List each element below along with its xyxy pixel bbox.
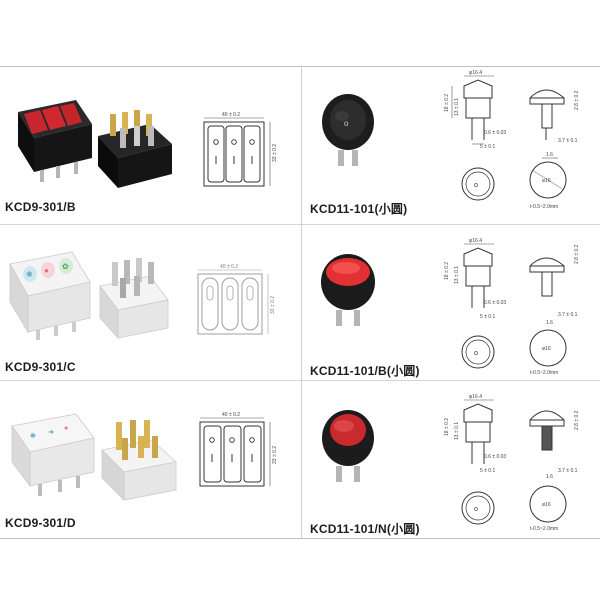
front-switch-photo [18, 100, 92, 182]
svg-text:o: o [474, 182, 478, 189]
model-label: KCD9-301/C [5, 360, 76, 374]
dim-width-text: 40 ± 0.2 [222, 112, 240, 118]
svg-text:5 ± 0.1: 5 ± 0.1 [480, 468, 495, 474]
svg-text:●: ● [64, 425, 68, 432]
svg-text:❋: ❋ [26, 270, 33, 279]
kcd9-b-illustration: 40 ± 0.2 33 ± 0.2 [18, 100, 278, 188]
product-kcd11-101-n: φ16.4 18 ± 0.2 13 ± 0.1 0.6 ± 0.03 5 ± 0… [302, 380, 600, 536]
kcd11-top-view: o [461, 491, 495, 525]
svg-text:0.6 ± 0.03: 0.6 ± 0.03 [484, 300, 506, 306]
kcd11-cutout: 1.6 ø16 t-0.5~2.0mm [529, 474, 567, 532]
rear-switch-photo [99, 258, 169, 340]
svg-text:3.7 ± 0.1: 3.7 ± 0.1 [558, 312, 578, 318]
svg-text:o: o [474, 506, 478, 513]
kcd11-side-drawing: φ16.4 18 ± 0.2 13 ± 0.1 0.6 ± 0.03 5 ± 0… [444, 70, 506, 150]
svg-text:1.6: 1.6 [546, 152, 553, 158]
svg-text:φ16.4: φ16.4 [469, 70, 482, 76]
svg-text:33 ± 0.2: 33 ± 0.2 [272, 446, 278, 464]
svg-text:o: o [474, 350, 478, 357]
svg-text:2.8 ± 0.2: 2.8 ± 0.2 [574, 90, 580, 110]
svg-text:3.7 ± 0.1: 3.7 ± 0.1 [558, 468, 578, 474]
svg-text:40 ± 0.2: 40 ± 0.2 [220, 264, 238, 270]
svg-text:18 ± 0.2: 18 ± 0.2 [444, 94, 450, 112]
svg-text:o: o [344, 119, 349, 128]
kcd11-side-drawing: φ16.4 18 ± 0.2 13 ± 0.1 0.6 ± 0.03 5 ± 0… [444, 394, 506, 474]
kcd9-c-illustration: ❋ ● ✿ 40 ± 0.2 [9, 251, 276, 340]
kcd9-dimension-drawing: 40 ± 0.2 33 ± 0.2 [197, 264, 276, 335]
product-kcd11-101-b: φ16.4 18 ± 0.2 13 ± 0.1 0.6 ± 0.03 5 ± 0… [302, 224, 600, 380]
model-label: KCD11-101/N(小圆) [310, 522, 420, 536]
svg-text:t-0.5~2.0mm: t-0.5~2.0mm [530, 204, 558, 210]
svg-text:18 ± 0.2: 18 ± 0.2 [444, 418, 450, 436]
svg-text:1.6: 1.6 [546, 474, 553, 480]
svg-text:33 ± 0.2: 33 ± 0.2 [270, 296, 276, 314]
kcd9-dimension-drawing: 40 ± 0.2 33 ± 0.2 [203, 112, 278, 187]
svg-text:ø16: ø16 [542, 346, 551, 352]
svg-text:3.7 ± 0.1: 3.7 ± 0.1 [558, 138, 578, 144]
svg-text:18 ± 0.2: 18 ± 0.2 [444, 262, 450, 280]
model-label: KCD9-301/D [5, 516, 76, 530]
svg-text:0.6 ± 0.03: 0.6 ± 0.03 [484, 454, 506, 460]
svg-text:13 ± 0.1: 13 ± 0.1 [454, 422, 460, 440]
svg-text:33 ± 0.2: 33 ± 0.2 [272, 144, 278, 162]
svg-text:ø16: ø16 [542, 178, 551, 184]
svg-text:5 ± 0.1: 5 ± 0.1 [480, 144, 495, 150]
row-divider-2 [0, 380, 600, 381]
kcd11-top-view: o [461, 167, 495, 201]
kcd11-top-view: o [461, 335, 495, 369]
svg-text:13 ± 0.1: 13 ± 0.1 [454, 98, 460, 116]
svg-text:➜: ➜ [48, 429, 54, 436]
product-kcd9-301-d: ❋ ➜ ● 40 ± 0.2 [0, 380, 300, 536]
svg-text:1.6: 1.6 [546, 320, 553, 326]
kcd11-profile-drawing: 2.8 ± 0.2 3.7 ± 0.1 [529, 89, 580, 144]
svg-text:t-0.5~2.0mm: t-0.5~2.0mm [530, 370, 558, 376]
kcd11-profile-drawing: 2.8 ± 0.2 3.7 ± 0.1 [529, 244, 580, 318]
kcd11-illustration: o φ16.4 18 ± 0.2 13 ± 0.1 0.6 ± 0.03 5 ±… [322, 70, 580, 210]
svg-text:40 ± 0.2: 40 ± 0.2 [222, 412, 240, 418]
product-kcd9-301-c: ❋ ● ✿ 40 ± 0.2 [0, 224, 300, 380]
round-switch-photo [321, 254, 375, 326]
svg-text:✿: ✿ [62, 262, 69, 271]
svg-text:φ16.4: φ16.4 [469, 394, 482, 400]
kcd9-d-illustration: ❋ ➜ ● 40 ± 0.2 [11, 412, 278, 501]
svg-text:φ16.4: φ16.4 [469, 238, 482, 244]
svg-text:5 ± 0.1: 5 ± 0.1 [480, 314, 495, 320]
product-kcd9-301-b: 40 ± 0.2 33 ± 0.2 KCD9-301/B [0, 66, 300, 222]
kcd11-side-drawing: φ16.4 18 ± 0.2 13 ± 0.1 0.6 ± 0.03 5 ± 0… [444, 238, 506, 320]
rear-switch-photo [101, 420, 177, 501]
model-label: KCD9-301/B [5, 200, 76, 214]
svg-text:ø16: ø16 [542, 502, 551, 508]
rear-switch-photo [98, 110, 172, 188]
kcd11-profile-drawing: 2.8 ± 0.2 3.7 ± 0.1 [529, 410, 580, 474]
kcd9-dimension-drawing: 40 ± 0.2 33 ± 0.2 [199, 412, 278, 487]
svg-text:t-0.5~2.0mm: t-0.5~2.0mm [530, 526, 558, 532]
top-divider [0, 66, 600, 67]
model-label: KCD11-101/B(小圆) [310, 364, 420, 378]
kcd11-n-illustration: φ16.4 18 ± 0.2 13 ± 0.1 0.6 ± 0.03 5 ± 0… [322, 394, 580, 532]
bottom-divider [0, 538, 600, 539]
svg-text:13 ± 0.1: 13 ± 0.1 [454, 266, 460, 284]
product-kcd11-101: o φ16.4 18 ± 0.2 13 ± 0.1 0.6 ± 0.03 5 ±… [302, 66, 600, 222]
row-divider-1 [0, 224, 600, 225]
front-switch-photo: ❋ ➜ ● [11, 413, 95, 496]
svg-text:2.8 ± 0.2: 2.8 ± 0.2 [574, 244, 580, 264]
model-label: KCD11-101(小圆) [310, 202, 408, 216]
kcd11-cutout: 1.6 ø16 t-0.5~2.0mm [529, 152, 567, 210]
column-divider [301, 66, 302, 538]
round-switch-photo [322, 410, 374, 482]
svg-text:❋: ❋ [30, 432, 36, 440]
kcd11-b-illustration: φ16.4 18 ± 0.2 13 ± 0.1 0.6 ± 0.03 5 ± 0… [321, 238, 580, 376]
svg-text:0.6 ± 0.03: 0.6 ± 0.03 [484, 130, 506, 136]
svg-text:2.8 ± 0.2: 2.8 ± 0.2 [574, 410, 580, 430]
front-switch-photo: ❋ ● ✿ [9, 251, 91, 340]
kcd11-cutout: 1.6 ø16 t-0.5~2.0mm [529, 320, 567, 376]
round-switch-photo: o [322, 94, 374, 166]
svg-text:●: ● [44, 266, 49, 275]
